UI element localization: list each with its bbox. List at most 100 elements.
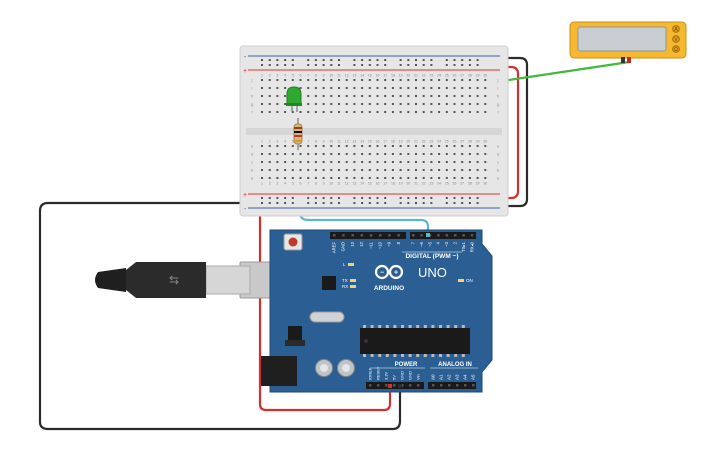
rail-hole[interactable] [353,64,356,66]
breadboard-hole[interactable] [415,103,417,105]
breadboard-hole[interactable] [353,103,356,105]
analog-pin[interactable] [448,384,451,387]
breadboard-hole[interactable] [261,87,263,89]
rail-hole[interactable] [322,197,325,199]
rail-hole[interactable] [338,202,340,204]
breadboard-hole[interactable] [476,111,479,113]
breadboard-hole[interactable] [353,153,356,155]
mode-a-button[interactable] [672,25,680,33]
breadboard-hole[interactable] [368,145,371,147]
breadboard-hole[interactable] [345,103,348,105]
breadboard-hole[interactable] [368,161,371,163]
breadboard-hole[interactable] [268,103,271,105]
breadboard-hole[interactable] [430,161,433,163]
breadboard-hole[interactable] [468,169,471,171]
breadboard-hole[interactable] [268,177,271,179]
breadboard-hole[interactable] [438,95,441,97]
breadboard-hole[interactable] [445,169,448,171]
breadboard-hole[interactable] [291,79,294,81]
breadboard-hole[interactable] [391,153,394,155]
breadboard-hole[interactable] [445,95,448,97]
breadboard-hole[interactable] [445,161,448,163]
breadboard-hole[interactable] [422,177,425,179]
rail-hole[interactable] [268,197,271,199]
breadboard-hole[interactable] [407,79,410,81]
breadboard-hole[interactable] [338,87,340,89]
digital-pin[interactable] [369,234,373,237]
breadboard-hole[interactable] [422,79,425,81]
breadboard-hole[interactable] [361,103,364,105]
breadboard-hole[interactable] [314,161,317,163]
rail-hole[interactable] [468,197,471,199]
breadboard-hole[interactable] [415,87,417,89]
breadboard-hole[interactable] [453,161,456,163]
breadboard-hole[interactable] [330,145,333,147]
breadboard-hole[interactable] [291,177,294,179]
breadboard-hole[interactable] [307,145,310,147]
breadboard-hole[interactable] [307,177,310,179]
rail-hole[interactable] [476,197,479,199]
rail-hole[interactable] [314,59,317,61]
breadboard-hole[interactable] [291,161,294,163]
rail-hole[interactable] [407,64,410,66]
breadboard-hole[interactable] [345,79,348,81]
breadboard-hole[interactable] [399,145,402,147]
breadboard-hole[interactable] [399,95,402,97]
wire-rail-black-right[interactable] [494,56,529,208]
breadboard-hole[interactable] [307,111,310,113]
rail-hole[interactable] [399,197,402,199]
breadboard-hole[interactable] [476,95,479,97]
breadboard-hole[interactable] [276,161,279,163]
breadboard-hole[interactable] [314,169,317,171]
breadboard-hole[interactable] [461,161,464,163]
breadboard-hole[interactable] [453,177,456,179]
breadboard-hole[interactable] [261,161,263,163]
breadboard-hole[interactable] [407,169,410,171]
breadboard-hole[interactable] [484,79,487,81]
breadboard-hole[interactable] [391,95,394,97]
rail-hole[interactable] [461,59,464,61]
breadboard-hole[interactable] [438,79,441,81]
breadboard-hole[interactable] [391,87,394,89]
digital-pin[interactable] [462,234,465,237]
rail-hole[interactable] [322,64,325,66]
breadboard-hole[interactable] [445,177,448,179]
breadboard-hole[interactable] [468,161,471,163]
breadboard-hole[interactable] [468,79,471,81]
digital-pin[interactable] [333,234,336,237]
rail-hole[interactable] [376,202,379,204]
rail-hole[interactable] [368,59,371,61]
breadboard-hole[interactable] [330,161,333,163]
rail-hole[interactable] [322,59,325,61]
breadboard-hole[interactable] [276,103,279,105]
breadboard-hole[interactable] [284,161,287,163]
rail-hole[interactable] [399,59,402,61]
rail-hole[interactable] [361,64,364,66]
breadboard-hole[interactable] [284,79,287,81]
digital-header-left[interactable] [330,232,406,239]
breadboard-hole[interactable] [268,79,271,81]
breadboard-hole[interactable] [261,153,263,155]
breadboard-hole[interactable] [445,111,448,113]
rail-hole[interactable] [361,202,364,204]
breadboard-hole[interactable] [322,111,325,113]
breadboard-hole[interactable] [276,79,279,81]
breadboard-hole[interactable] [384,95,387,97]
wire-rail-red-right[interactable] [494,65,520,200]
rail-hole[interactable] [468,202,471,204]
rail-hole[interactable] [276,64,279,66]
breadboard-hole[interactable] [307,169,310,171]
rail-hole[interactable] [430,59,433,61]
breadboard-hole[interactable] [461,153,464,155]
breadboard-hole[interactable] [422,103,425,105]
breadboard-hole[interactable] [430,95,433,97]
breadboard-hole[interactable] [307,161,310,163]
breadboard-hole[interactable] [422,111,425,113]
breadboard-hole[interactable] [407,161,410,163]
resistor[interactable] [293,118,303,150]
breadboard-hole[interactable] [384,177,387,179]
breadboard-hole[interactable] [361,145,364,147]
breadboard-hole[interactable] [338,103,340,105]
rail-hole[interactable] [314,64,317,66]
breadboard-hole[interactable] [438,153,441,155]
